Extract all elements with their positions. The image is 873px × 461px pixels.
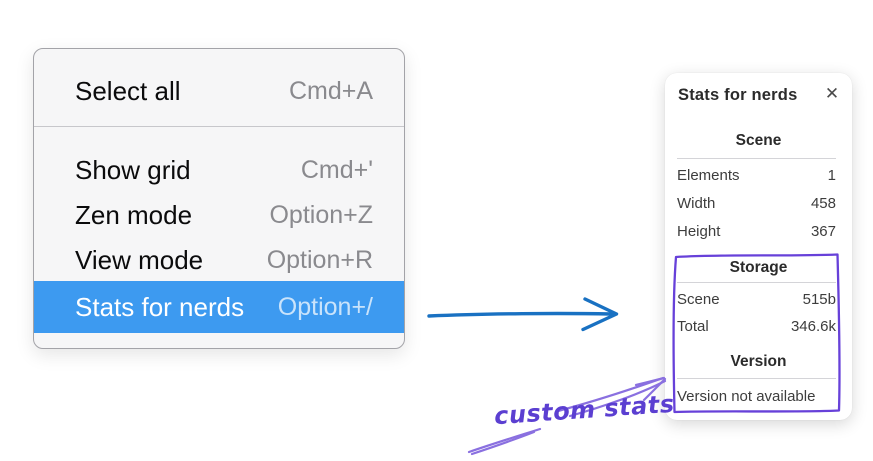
menu-item-label: Show grid xyxy=(75,155,191,185)
stat-label: Width xyxy=(677,195,716,212)
section-divider xyxy=(677,158,836,159)
stats-for-nerds-panel: Stats for nerds ✕ Scene Elements 1 Width… xyxy=(665,73,852,420)
stat-row-elements: Elements 1 xyxy=(677,167,836,184)
menu-item-zen-mode[interactable]: Zen mode Option+Z xyxy=(34,193,404,238)
close-icon[interactable]: ✕ xyxy=(824,84,840,103)
stat-value: 367 xyxy=(810,223,836,240)
version-note: Version not available xyxy=(677,388,816,405)
custom-stats-label: custom stats xyxy=(493,389,676,431)
menu-item-label: Select all xyxy=(75,76,181,106)
menu-item-shortcut: Option+/ xyxy=(277,292,373,321)
stat-row-width: Width 458 xyxy=(677,195,836,212)
stat-value: 458 xyxy=(810,195,836,212)
menu-divider xyxy=(34,126,404,127)
section-heading-version: Version xyxy=(730,353,787,370)
section-divider xyxy=(677,378,836,379)
blue-arrow xyxy=(427,297,619,332)
stat-label: Total xyxy=(677,318,709,335)
stat-label: Scene xyxy=(677,291,720,308)
stat-value: 1 xyxy=(827,167,836,184)
stat-label: Elements xyxy=(677,167,740,184)
menu-item-view-mode[interactable]: View mode Option+R xyxy=(34,238,404,283)
menu-item-label: Zen mode xyxy=(75,200,193,230)
menu-item-shortcut: Cmd+' xyxy=(300,156,373,184)
stat-row-height: Height 367 xyxy=(677,223,836,240)
stat-label: Height xyxy=(677,223,721,240)
menu-item-stats-for-nerds[interactable]: Stats for nerds Option+/ xyxy=(34,281,404,333)
section-divider xyxy=(677,282,836,283)
menu-item-shortcut: Option+R xyxy=(266,246,373,274)
menu-item-select-all[interactable]: Select all Cmd+A xyxy=(34,69,404,114)
menu-item-shortcut: Cmd+A xyxy=(288,77,373,105)
stat-value: 346.6k xyxy=(790,318,836,335)
context-menu: Select all Cmd+A Show grid Cmd+' Zen mod… xyxy=(33,48,405,349)
menu-item-show-grid[interactable]: Show grid Cmd+' xyxy=(34,148,404,193)
menu-item-shortcut: Option+Z xyxy=(269,201,373,229)
menu-item-label: Stats for nerds xyxy=(75,291,245,322)
panel-title: Stats for nerds xyxy=(678,86,798,104)
menu-item-label: View mode xyxy=(75,245,204,275)
section-heading-storage: Storage xyxy=(729,259,788,276)
stat-row-scene-storage: Scene 515b xyxy=(677,291,836,308)
stat-row-total-storage: Total 346.6k xyxy=(677,318,836,335)
section-heading-scene: Scene xyxy=(735,132,782,149)
stat-value: 515b xyxy=(802,291,836,308)
